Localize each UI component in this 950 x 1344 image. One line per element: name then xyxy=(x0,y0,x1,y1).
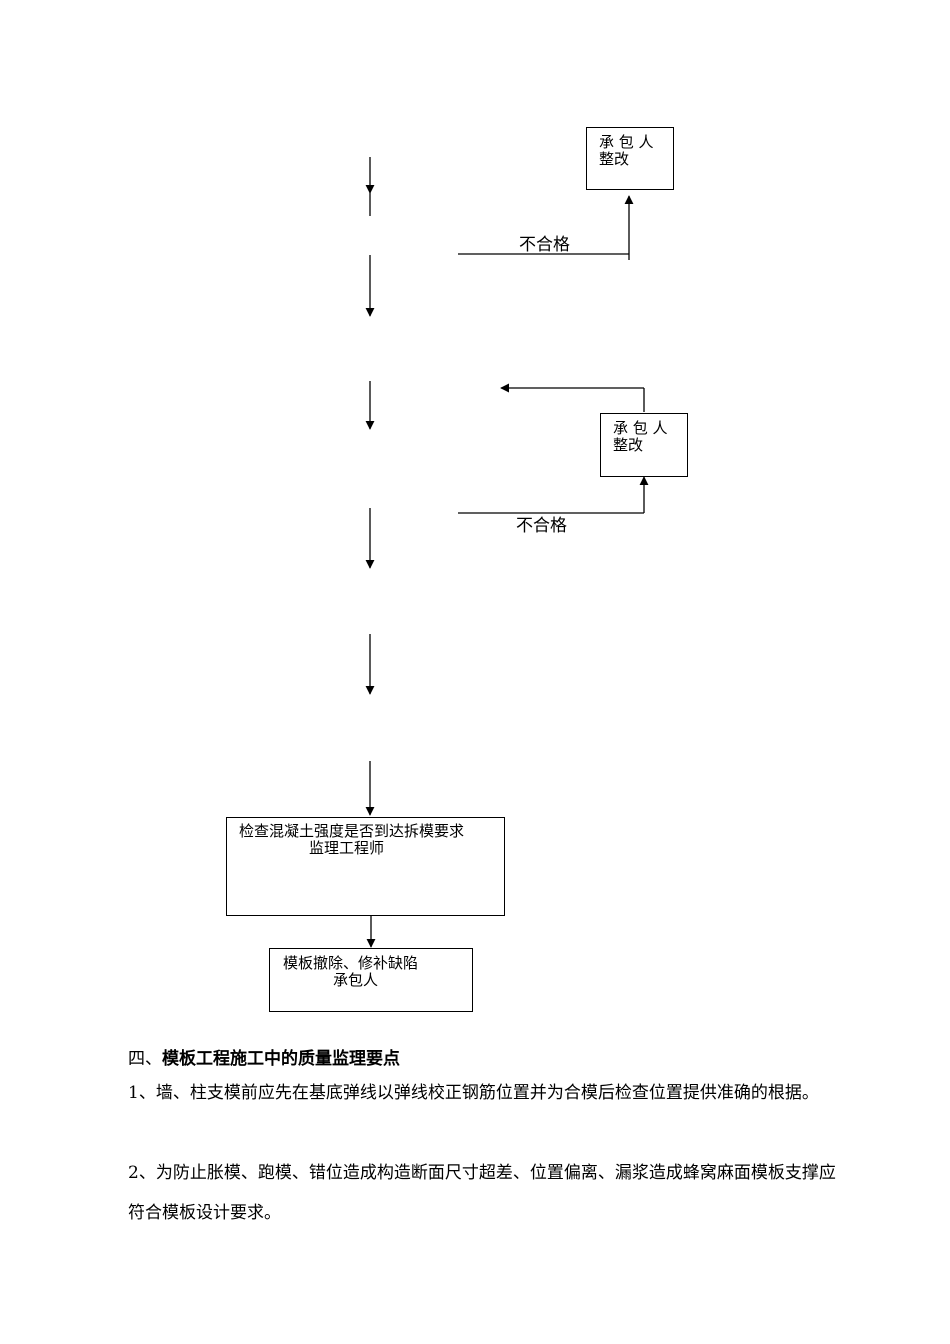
rectify-box-2-line1: 承 包 人 xyxy=(613,419,668,437)
removal-line2: 承包人 xyxy=(333,971,379,989)
unqualified-label-2: 不合格 xyxy=(516,516,567,536)
section-item-2: 2、为防止胀模、跑模、错位造成构造断面尺寸超差、位置偏离、漏浆造成蜂窝麻面模板支… xyxy=(128,1163,836,1223)
unqualified-label-1: 不合格 xyxy=(519,235,570,255)
removal-line1: 模板撤除、修补缺陷 xyxy=(283,954,419,972)
rectify-box-1: 承 包 人 整改 xyxy=(586,127,674,190)
check-strength-line2: 监理工程师 xyxy=(309,839,385,857)
rectify-box-2: 承 包 人 整改 xyxy=(600,413,688,477)
check-strength-box: 检查混凝土强度是否到达拆模要求 监理工程师 xyxy=(226,817,505,916)
check-strength-line1: 检查混凝土强度是否到达拆模要求 xyxy=(239,822,465,840)
rectify-box-2-line2: 整改 xyxy=(613,436,644,454)
rectify-box-1-line1: 承 包 人 xyxy=(599,133,654,151)
section-number: 四、 xyxy=(128,1049,162,1069)
section-item-1: 1、墙、柱支模前应先在基底弹线以弹线校正钢筋位置并为合模后检查位置提供准确的根据… xyxy=(128,1083,819,1103)
section-title: 模板工程施工中的质量监理要点 xyxy=(162,1049,400,1069)
section-heading: 四、模板工程施工中的质量监理要点 xyxy=(128,1044,400,1069)
rectify-box-1-line2: 整改 xyxy=(599,150,630,168)
removal-box: 模板撤除、修补缺陷 承包人 xyxy=(269,948,473,1012)
